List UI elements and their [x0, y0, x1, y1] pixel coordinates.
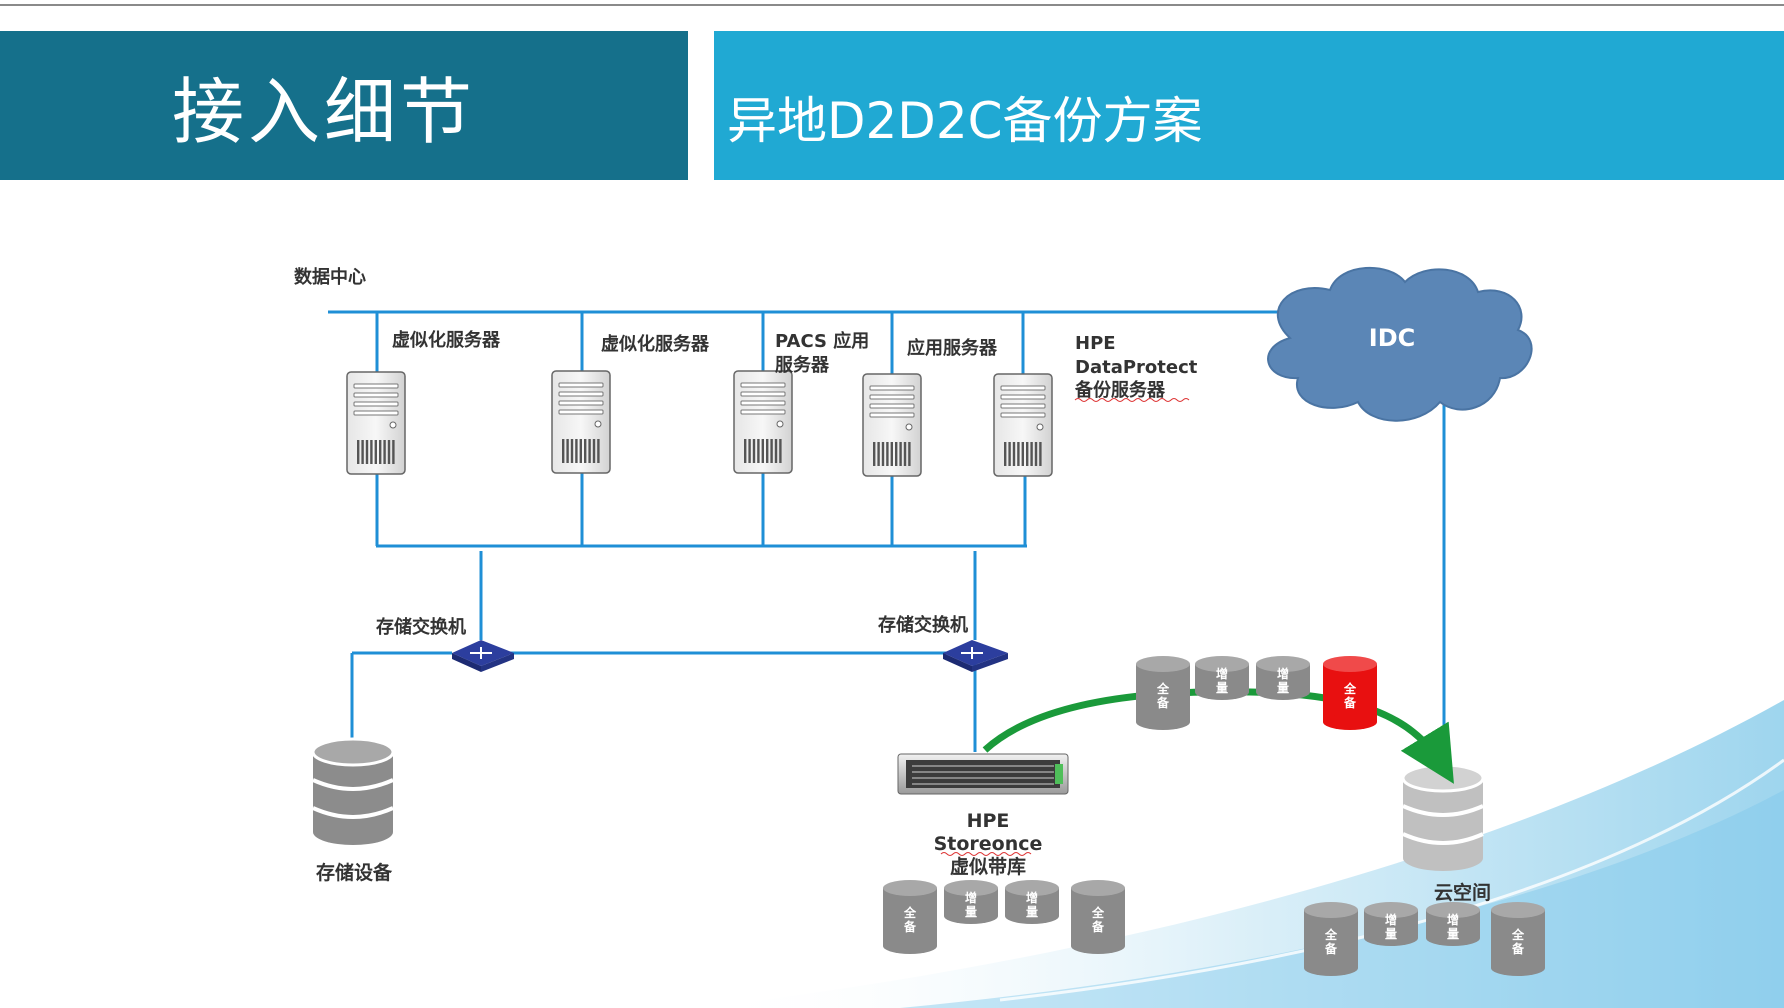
tape-label-top: 增: [1385, 912, 1397, 927]
server-group: [346, 370, 1053, 477]
tape-label-top: 增: [1026, 890, 1038, 905]
tape-label-bottom: 量: [1026, 905, 1038, 919]
server-labels: 虚似化服务器 虚似化服务器 PACS 应用 服务器 应用服务器 HPE Data…: [392, 329, 1198, 402]
server-5-label-line1: HPE: [1075, 333, 1116, 354]
tape-label-bottom: 量: [1277, 681, 1289, 695]
switch-right-label: 存储交换机: [878, 614, 968, 636]
tape-label-top: 增: [1277, 666, 1289, 681]
tape-label-bottom: 备: [1324, 941, 1338, 956]
server-3-label-line1: PACS 应用: [775, 330, 869, 352]
page-subtitle: 异地D2D2C备份方案: [727, 91, 1203, 150]
switch-left-label: 存储交换机: [376, 616, 466, 638]
network-links: [328, 310, 1446, 760]
tape-label-bottom: 量: [1447, 927, 1459, 941]
storeonce-label-line1: HPE: [967, 810, 1010, 832]
server-5: [993, 373, 1053, 477]
storeonce-appliance: [897, 753, 1069, 795]
tape-sets: 全备增量增量全备全备增量增量全备全备增量增量全备: [883, 656, 1545, 976]
incremental-tape: 增量: [1256, 656, 1310, 700]
full-tape: 全备: [1323, 656, 1377, 730]
tape-label-bottom: 量: [1385, 927, 1397, 941]
incremental-tape: 增量: [1195, 656, 1249, 700]
datacenter-label: 数据中心: [294, 266, 366, 288]
server-1: [346, 371, 406, 475]
tape-label-top: 增: [1447, 912, 1459, 927]
tape-label-bottom: 备: [903, 919, 917, 934]
tape-label-top: 全: [1343, 681, 1357, 696]
server-4-label: 应用服务器: [907, 337, 998, 359]
incremental-tape: 增量: [1426, 902, 1480, 946]
idc-cloud: IDC: [1267, 266, 1533, 422]
full-tape: 全备: [1071, 880, 1125, 954]
tape-set-1: 全备增量增量全备: [883, 880, 1125, 954]
tape-label-top: 全: [1324, 927, 1338, 942]
idc-label: IDC: [1369, 324, 1415, 352]
tape-label-top: 全: [1511, 927, 1525, 942]
cloud-shape: [1267, 266, 1533, 422]
server-5-label-line2: DataProtect: [1075, 357, 1198, 378]
switch-right: [943, 640, 1008, 672]
full-tape: 全备: [883, 880, 937, 954]
storeonce-label-line2: Storeonce: [934, 833, 1043, 855]
tape-label-bottom: 量: [1216, 681, 1228, 695]
server-2-label: 虚似化服务器: [601, 333, 710, 355]
spellcheck-underline: [1074, 398, 1190, 402]
server-4: [862, 373, 922, 477]
tape-label-bottom: 备: [1343, 695, 1357, 710]
tape-label-top: 增: [965, 890, 977, 905]
server-5-label-line3: 备份服务器: [1074, 379, 1166, 401]
storeonce-label-line3: 虚似带库: [950, 855, 1026, 878]
tape-label-bottom: 备: [1511, 941, 1525, 956]
tape-label-bottom: 备: [1156, 695, 1170, 710]
cloud-storage-label: 云空间: [1434, 881, 1491, 904]
title-banner: 接入细节: [0, 31, 688, 180]
full-tape: 全备: [1304, 902, 1358, 976]
incremental-tape: 增量: [1364, 902, 1418, 946]
storage-label: 存储设备: [316, 861, 393, 884]
tape-label-top: 全: [1156, 681, 1170, 696]
server-1-label: 虚似化服务器: [392, 329, 501, 351]
tape-label-top: 全: [1091, 905, 1105, 920]
cloud-storage: [1401, 763, 1485, 871]
page-title: 接入细节: [171, 70, 476, 154]
replication-arrow: [982, 688, 1454, 784]
tape-label-top: 全: [903, 905, 917, 920]
full-tape: 全备: [1491, 902, 1545, 976]
full-tape: 全备: [1136, 656, 1190, 730]
tape-label-bottom: 量: [965, 905, 977, 919]
server-3-label-line2: 服务器: [775, 354, 830, 376]
incremental-tape: 增量: [944, 880, 998, 924]
storage-device: [311, 737, 395, 845]
switch-left: [452, 640, 514, 672]
top-rule: [0, 4, 1784, 6]
tape-label-top: 增: [1216, 666, 1228, 681]
incremental-tape: 增量: [1005, 880, 1059, 924]
tape-set-2: 全备增量增量全备: [1136, 656, 1377, 730]
tape-set-3: 全备增量增量全备: [1304, 902, 1545, 976]
server-3: [733, 370, 793, 474]
tape-label-bottom: 备: [1091, 919, 1105, 934]
subtitle-banner: 异地D2D2C备份方案: [714, 31, 1784, 180]
server-2: [551, 370, 611, 474]
spellcheck-underline-2: [940, 852, 1032, 856]
background-swoosh: [700, 700, 1784, 1008]
